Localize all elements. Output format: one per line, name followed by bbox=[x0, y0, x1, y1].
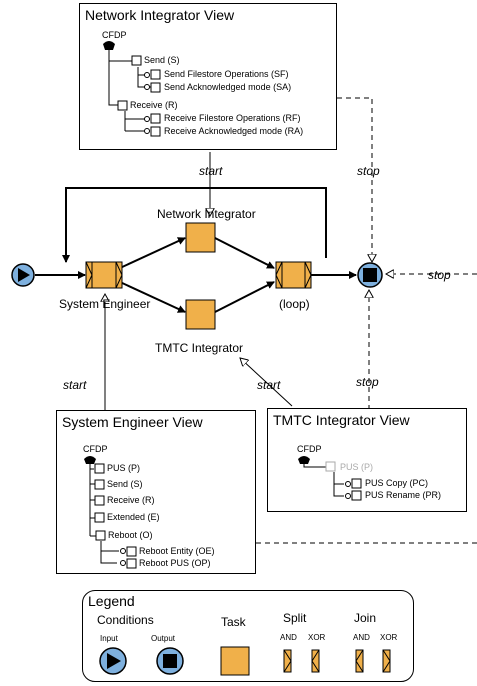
feature-tree-lines bbox=[298, 456, 362, 501]
network-integrator-task bbox=[185, 222, 216, 253]
legend-output-icon bbox=[156, 647, 184, 675]
start-arrow-tmtc bbox=[240, 358, 293, 407]
view-title: System Engineer View bbox=[62, 414, 203, 430]
legend-join-label: Join bbox=[354, 611, 377, 625]
tree-root: CFDP bbox=[102, 30, 127, 40]
legend-split-and-icon bbox=[283, 649, 292, 673]
feature-item: PUS Copy (PC) bbox=[365, 478, 429, 488]
loop-label: (loop) bbox=[279, 297, 310, 311]
output-condition bbox=[357, 262, 383, 288]
split-task bbox=[85, 261, 123, 289]
legend-join-xor-icon bbox=[382, 649, 391, 673]
feature-item: Receive (R) bbox=[107, 495, 155, 505]
join-task bbox=[275, 261, 312, 289]
feature-item: Reboot PUS (OP) bbox=[139, 558, 211, 568]
tmtc-integrator-view: TMTC Integrator View CFDP PUS (P) PUS Co… bbox=[267, 408, 467, 512]
legend-symbols bbox=[99, 646, 391, 676]
legend-task-label: Task bbox=[221, 615, 246, 629]
legend-output-label: Output bbox=[151, 634, 176, 643]
legend-join-xor-label: XOR bbox=[380, 633, 398, 642]
input-condition bbox=[11, 263, 35, 287]
network-integrator-view: Network Integrator View CFDP Send (S) Se… bbox=[79, 3, 337, 150]
legend-title: Legend bbox=[88, 593, 135, 609]
legend-split-and-label: AND bbox=[280, 633, 297, 642]
legend-conditions-label: Conditions bbox=[97, 613, 154, 627]
feature-tree-lines bbox=[103, 41, 161, 137]
legend-split-xor-icon bbox=[311, 649, 320, 673]
legend-split-xor-label: XOR bbox=[308, 633, 326, 642]
stop-label-tmtc: stop bbox=[356, 375, 379, 389]
legend-input-label: Input bbox=[100, 634, 118, 643]
stop-label-right: stop bbox=[428, 268, 451, 282]
feature-item: Reboot Entity (OE) bbox=[139, 546, 215, 556]
feature-item: Send Filestore Operations (SF) bbox=[164, 69, 289, 79]
feature-item: Extended (E) bbox=[107, 512, 160, 522]
start-label-network: start bbox=[199, 164, 223, 178]
tree-root: CFDP bbox=[83, 444, 108, 454]
network-integrator-label: Network Integrator bbox=[157, 207, 256, 221]
feature-item: Receive Acknowledged mode (RA) bbox=[164, 126, 304, 136]
feature-item: Send Acknowledged mode (SA) bbox=[164, 82, 292, 92]
legend-input-icon bbox=[99, 647, 127, 675]
system-engineer-label: System Engineer bbox=[59, 297, 151, 311]
edge-split-to-network bbox=[119, 237, 186, 269]
legend-task-icon bbox=[220, 646, 250, 676]
view-title: TMTC Integrator View bbox=[273, 412, 410, 428]
stop-arrow-network bbox=[337, 97, 372, 262]
tmtc-integrator-label: TMTC Integrator bbox=[155, 341, 244, 355]
start-label-tmtc: start bbox=[257, 378, 281, 392]
feature-item: Receive Filestore Operations (RF) bbox=[164, 113, 301, 123]
start-label-sysengineer: start bbox=[63, 378, 87, 392]
legend: Legend Conditions Input Output Task Spli… bbox=[82, 590, 414, 682]
view-title: Network Integrator View bbox=[85, 7, 235, 23]
feature-item: PUS (P) bbox=[107, 463, 141, 473]
stop-label-network: stop bbox=[357, 164, 380, 178]
legend-split-label: Split bbox=[283, 611, 307, 625]
tmtc-integrator-task bbox=[185, 299, 216, 330]
feature-item: PUS Rename (PR) bbox=[365, 490, 442, 500]
feature-tree-lines bbox=[84, 456, 137, 569]
feature-item-disabled: PUS (P) bbox=[340, 462, 374, 472]
feature-item: Send (S) bbox=[107, 479, 143, 489]
feature-item: Receive (R) bbox=[130, 100, 178, 110]
feature-item: Send (S) bbox=[144, 55, 180, 65]
system-engineer-view: System Engineer View CFDP PUS (P) Send (… bbox=[56, 410, 256, 574]
loop-edge-top bbox=[65, 187, 327, 258]
tree-root: CFDP bbox=[297, 444, 322, 454]
legend-join-and-icon bbox=[355, 649, 364, 673]
edge-tmtc-to-join bbox=[214, 281, 275, 313]
legend-join-and-label: AND bbox=[353, 633, 370, 642]
edge-network-to-join bbox=[214, 237, 275, 269]
feature-item: Reboot (O) bbox=[108, 530, 153, 540]
edge-split-to-tmtc bbox=[119, 281, 186, 313]
